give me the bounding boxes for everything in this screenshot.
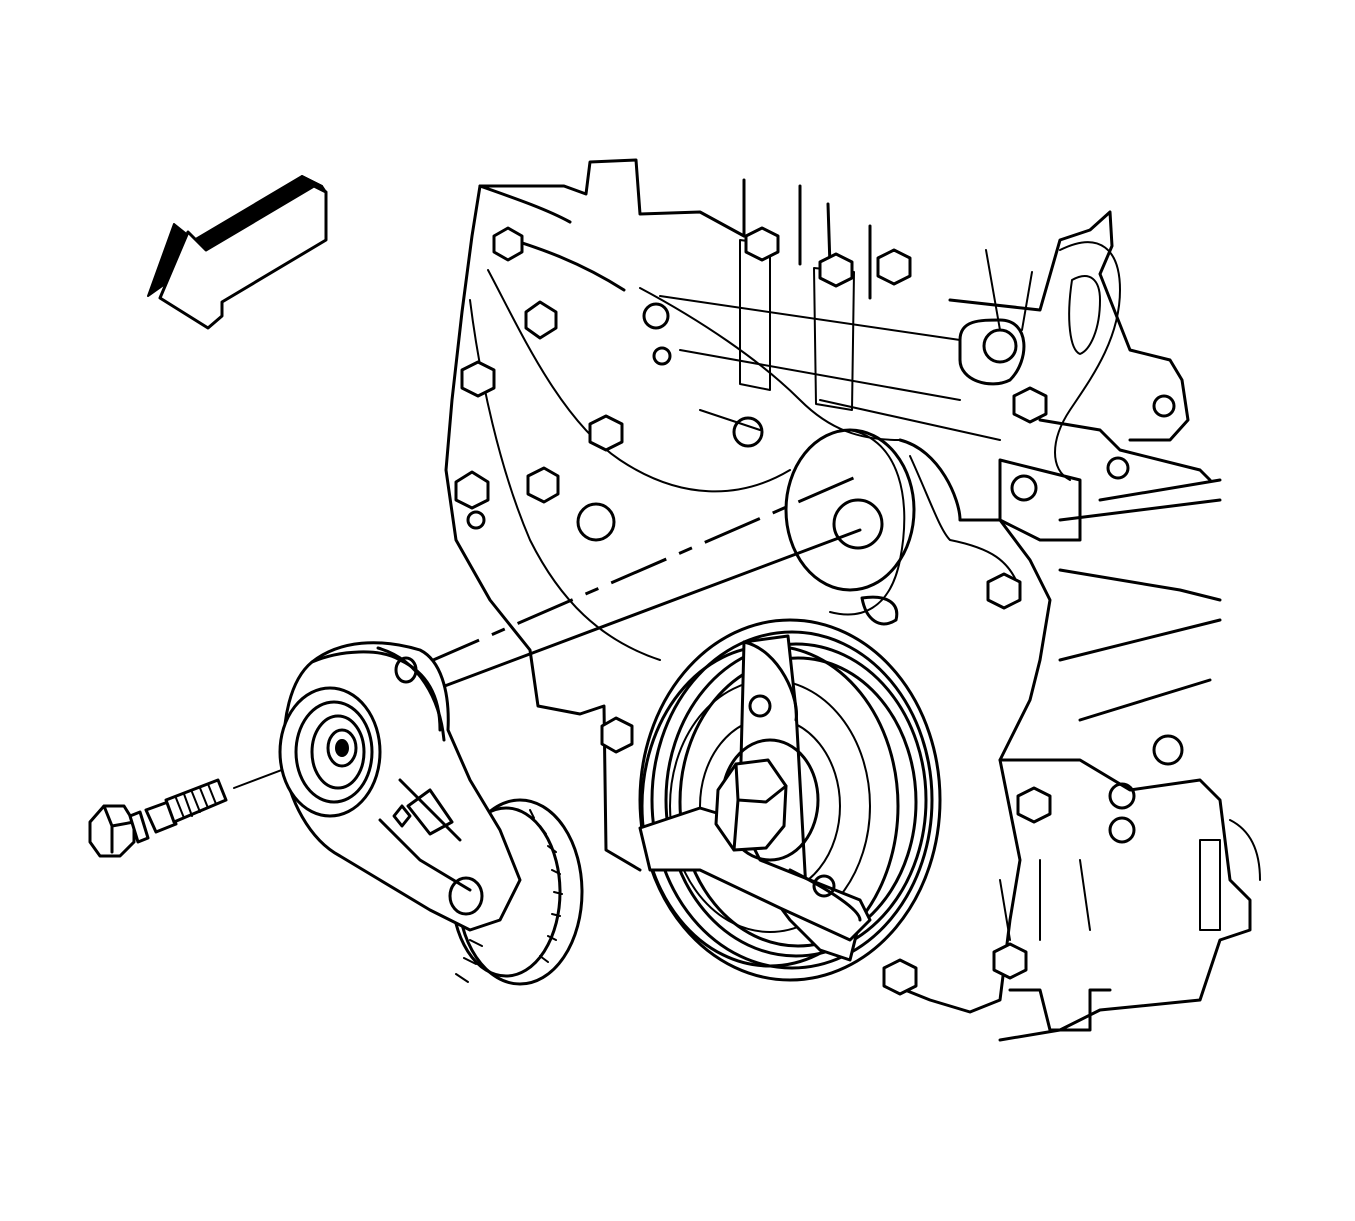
crankshaft-balancer [638, 618, 942, 982]
tensioner-mount-boss [784, 428, 916, 626]
bolt-head-icon [492, 226, 524, 262]
bolt-head-icon [992, 942, 1028, 980]
cover-bolts [454, 226, 1052, 996]
direction-arrow-icon [147, 175, 328, 330]
bolt-head-icon [818, 252, 854, 288]
bolt-head-icon [460, 360, 496, 398]
bolt-head-icon [526, 466, 560, 504]
bolt-head-icon [986, 572, 1022, 610]
bolt-head-icon [876, 248, 912, 286]
bolt-head-icon [1016, 786, 1052, 824]
bolt-head-icon [1012, 386, 1048, 424]
bolt-head-icon [524, 300, 558, 340]
bolt-head-icon [744, 226, 780, 262]
engine-front-cover [444, 158, 1261, 1042]
cover-holes [466, 302, 1184, 844]
centerline-lower [432, 528, 862, 692]
centerline-dash [423, 474, 859, 666]
bolt-head-icon [454, 470, 490, 510]
bolt-head-icon [588, 414, 624, 452]
tensioner-bolt [88, 778, 228, 858]
bolt-head-icon [882, 958, 918, 996]
bolt-head-icon [600, 716, 634, 754]
drive-belt-tensioner [278, 641, 584, 986]
